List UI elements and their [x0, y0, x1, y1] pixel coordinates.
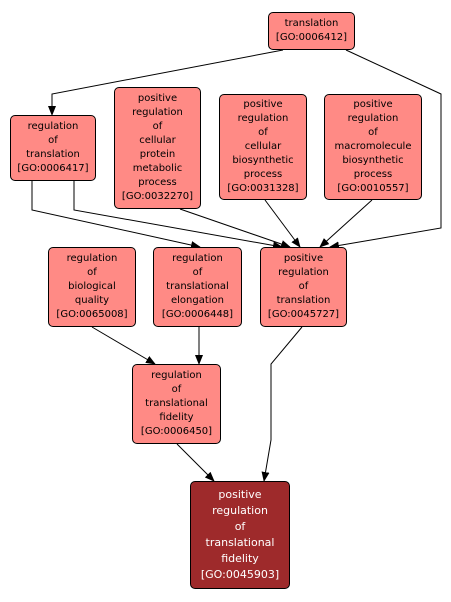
- node-label-line: of: [87, 267, 97, 278]
- node-go-id: [GO:0045727]: [267, 309, 340, 320]
- node-go-id: [GO:0006450]: [140, 426, 213, 437]
- node-label-line: of: [258, 127, 268, 138]
- node-label-line: regulation: [278, 267, 329, 278]
- node-regulation-of-translation[interactable]: regulation of translation [GO:0006417]: [10, 115, 96, 181]
- node-label-line: translational: [205, 536, 275, 549]
- node-label-line: of: [48, 135, 58, 146]
- node-label-line: fidelity: [221, 552, 259, 565]
- node-label-line: regulation: [347, 113, 399, 124]
- node-label-line: positive: [218, 488, 262, 501]
- edge-regulation-of-biological-quality-to-regulation-of-translational-fidelity: [91, 326, 156, 365]
- node-label-line: macromolecule: [334, 141, 412, 152]
- node-label-line: regulation: [172, 253, 223, 264]
- node-go-id: [GO:0031328]: [227, 183, 299, 194]
- node-label-line: of: [298, 281, 309, 292]
- node-label-line: of: [234, 520, 246, 533]
- node-go-id: [GO:0006412]: [275, 32, 348, 43]
- node-regulation-of-translational-elongation[interactable]: regulation of translational elongation [GO:0…: [153, 247, 242, 327]
- node-positive-regulation-of-macromolecule-biosynthetic-process[interactable]: positive regulation of macromolecule biosynt…: [324, 94, 422, 200]
- node-label-line: translation: [276, 295, 331, 306]
- node-label-line: of: [368, 127, 378, 138]
- node-label-line: of: [152, 121, 163, 132]
- node-label-line: regulation: [212, 504, 268, 517]
- node-go-id: [GO:0065008]: [56, 309, 128, 320]
- node-label-line: cellular: [244, 141, 282, 152]
- node-go-id: [GO:0006417]: [17, 163, 89, 174]
- node-label-line: process: [243, 169, 283, 180]
- node-label-line: regulation: [151, 370, 202, 381]
- edge-translation-to-positive-regulation-of-translation: [329, 49, 442, 250]
- node-label-line: positive: [137, 93, 178, 104]
- node-go-id: [GO:0032270]: [121, 191, 194, 202]
- node-label-line: elongation: [170, 295, 225, 306]
- node-go-id: [GO:0010557]: [337, 183, 409, 194]
- edge-regulation-of-translation-to-positive-regulation-of-translation: [73, 181, 283, 250]
- node-positive-regulation-of-translation[interactable]: positive regulation of translation [GO:00457…: [260, 247, 347, 327]
- node-label-line: translational: [145, 398, 208, 409]
- node-label-line: positive: [283, 253, 324, 264]
- node-label-line: protein: [139, 149, 176, 160]
- node-label-line: translation: [284, 18, 339, 29]
- node-label-line: biosynthetic: [232, 155, 294, 166]
- edge-positive-regulation-of-macromolecule-biosynthetic-process-to-positive-regulation-of-translation: [319, 199, 373, 248]
- edge-positive-regulation-of-cellular-protein-metabolic-process-to-positive-regulation-of-translation: [179, 208, 291, 248]
- node-label-line: metabolic: [132, 163, 183, 174]
- node-go-id: [GO:0006448]: [161, 309, 234, 320]
- node-translation[interactable]: translation [GO:0006412]: [268, 12, 355, 50]
- node-label-line: process: [353, 169, 393, 180]
- node-positive-regulation-of-translational-fidelity[interactable]: positive regulation of translational fidelit…: [190, 481, 290, 589]
- node-label-line: biosynthetic: [342, 155, 404, 166]
- node-label-line: regulation: [66, 253, 118, 264]
- edge-positive-regulation-of-cellular-biosynthetic-process-to-positive-regulation-of-translation: [264, 199, 301, 248]
- node-label-line: of: [192, 267, 203, 278]
- node-label-line: regulation: [132, 107, 183, 118]
- node-label-line: positive: [243, 99, 283, 110]
- edge-positive-regulation-of-translation-to-positive-regulation-of-translational-fidelity: [261, 326, 303, 482]
- node-positive-regulation-of-cellular-biosynthetic-process[interactable]: positive regulation of cellular biosynthetic…: [219, 94, 307, 200]
- node-label-line: positive: [353, 99, 393, 110]
- node-regulation-of-biological-quality[interactable]: regulation of biological quality [GO:0065008…: [48, 247, 136, 327]
- node-label-line: process: [138, 177, 177, 188]
- node-label-line: translational: [166, 281, 229, 292]
- node-label-line: biological: [68, 281, 116, 292]
- edge-regulation-of-translational-fidelity-to-positive-regulation-of-translational-fidelity: [176, 443, 215, 482]
- edge-translation-to-regulation-of-translation: [48, 49, 284, 116]
- edge-regulation-of-translation-to-regulation-of-translational-elongation: [31, 181, 201, 249]
- node-label-line: regulation: [27, 121, 79, 132]
- node-label-line: regulation: [237, 113, 289, 124]
- node-regulation-of-translational-fidelity[interactable]: regulation of translational fidelity [GO:000…: [132, 364, 221, 444]
- node-positive-regulation-of-cellular-protein-metabolic-process[interactable]: positive regulation of cellular protein metab…: [114, 87, 201, 209]
- node-label-line: fidelity: [159, 412, 194, 423]
- node-label-line: quality: [74, 295, 110, 306]
- node-label-line: cellular: [139, 135, 176, 146]
- node-label-line: of: [171, 384, 182, 395]
- node-go-id: [GO:0045903]: [200, 568, 280, 581]
- node-label-line: translation: [26, 149, 80, 160]
